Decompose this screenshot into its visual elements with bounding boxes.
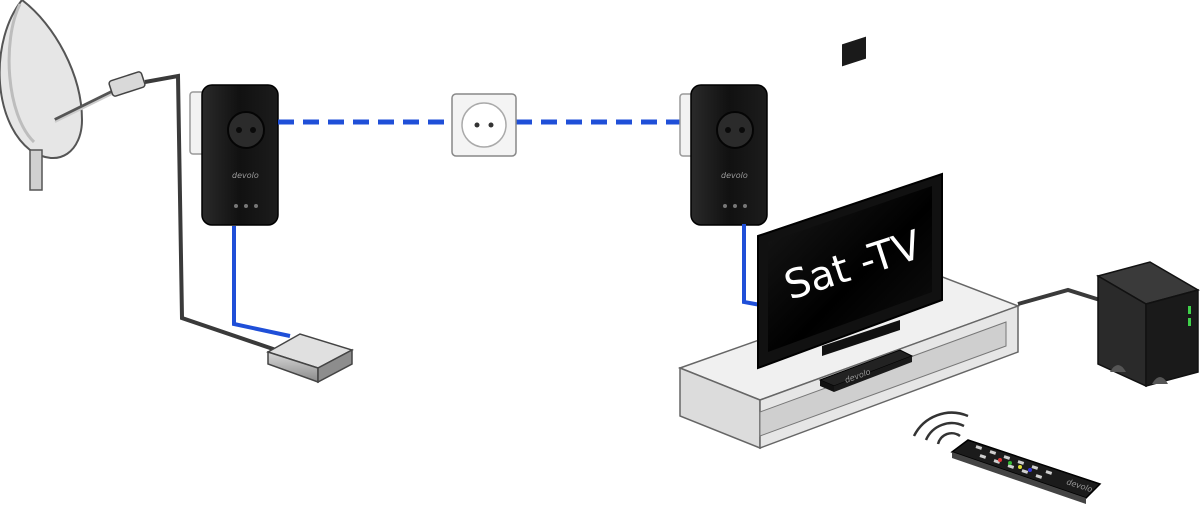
sat-tuner-icon	[266, 333, 354, 384]
nas-drive-icon	[1096, 261, 1200, 388]
lan-cable-left	[232, 226, 291, 338]
tv-stand	[677, 275, 1021, 450]
adapter-logo-right: devolo	[721, 171, 748, 180]
wall-socket-icon	[451, 93, 517, 157]
receiver-icon: devolo	[818, 349, 914, 392]
remote-control-icon: devolo	[950, 439, 1102, 504]
coax-cable	[144, 73, 277, 352]
adapter-logo: devolo	[232, 171, 259, 180]
tv-icon: Sat -TV	[757, 36, 943, 370]
nas-cable	[1017, 287, 1101, 306]
powerline-adapter-icon: devolo	[189, 84, 279, 226]
signal-waves-icon	[912, 411, 969, 445]
powerline-adapter-icon-right: devolo	[679, 84, 768, 226]
satellite-dish-icon	[0, 0, 146, 191]
